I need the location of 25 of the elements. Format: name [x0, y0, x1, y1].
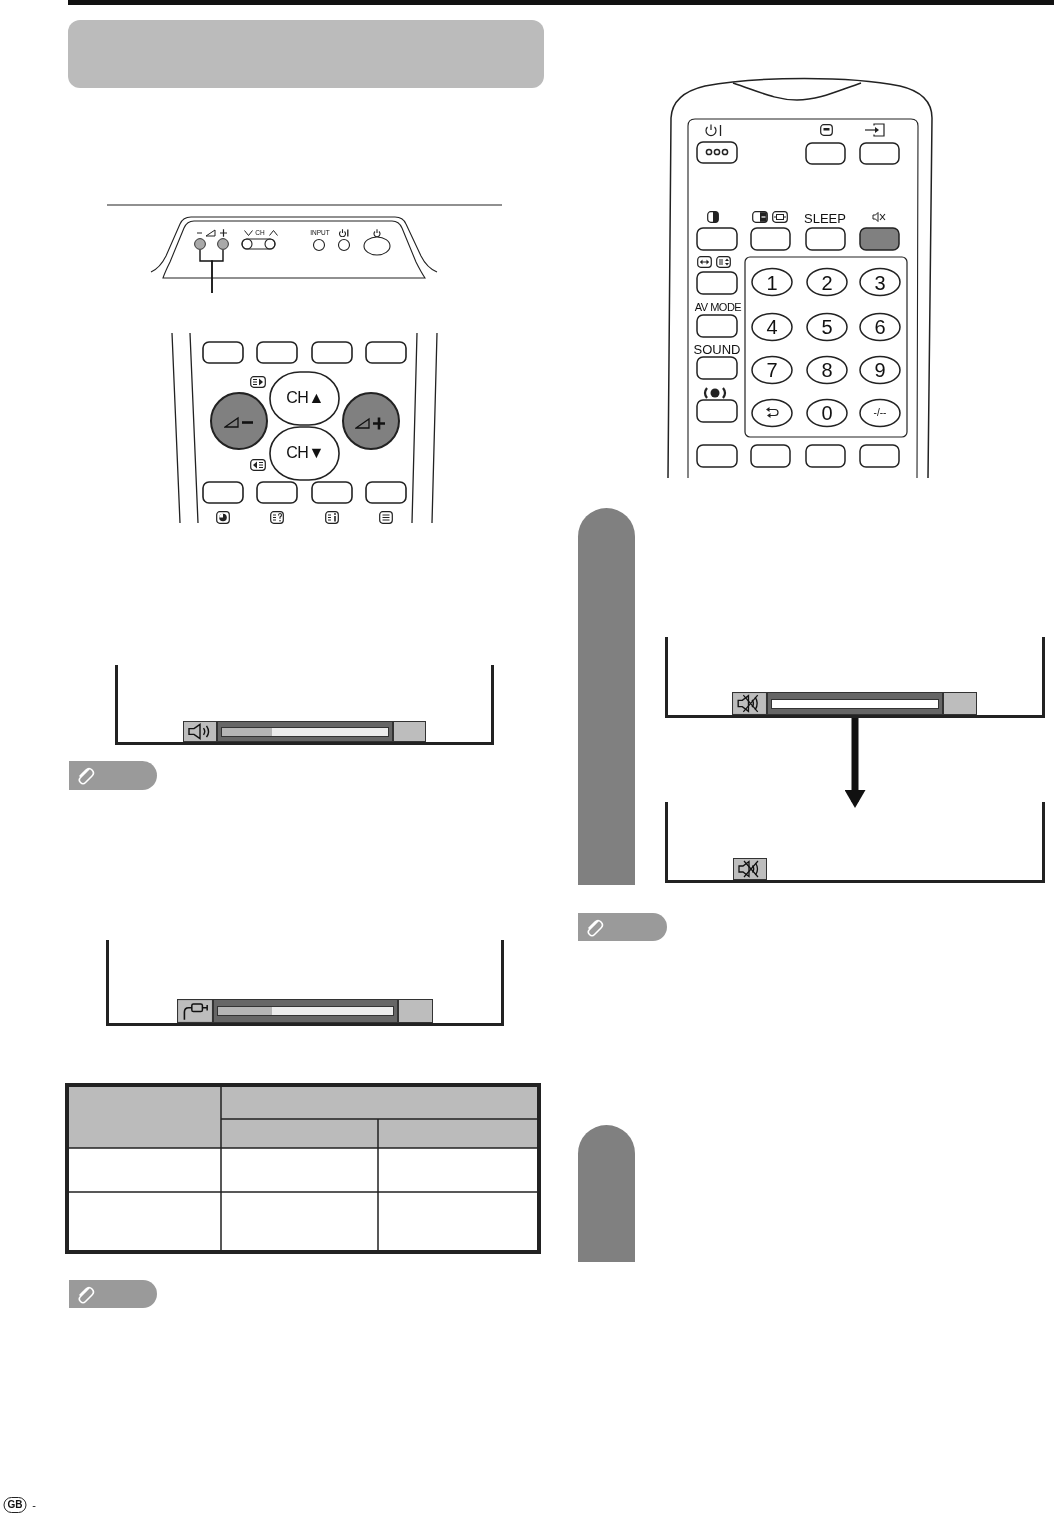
- volume-button: [194, 238, 206, 250]
- key-label: 0: [821, 403, 833, 423]
- key-label: 8: [821, 360, 833, 380]
- key-label: AV MODE: [694, 301, 742, 313]
- key-label: 3: [874, 273, 886, 293]
- key-label: 1: [766, 273, 778, 293]
- volume-button: [217, 238, 229, 250]
- tv-screen: [665, 637, 1045, 718]
- tv-screen: [665, 802, 1045, 883]
- key-label: 6: [874, 317, 886, 337]
- step-marker: [578, 508, 635, 885]
- key-label: CH▼: [286, 445, 324, 461]
- leader-line: [211, 249, 224, 294]
- key-label: 4: [766, 317, 778, 337]
- step-marker: [578, 1125, 635, 1262]
- key-label: 5: [821, 317, 833, 337]
- key-label: CH▲: [286, 390, 324, 406]
- page-dash: -: [32, 1499, 36, 1511]
- key-label: SOUND: [693, 342, 741, 356]
- key-label: 9: [874, 360, 886, 380]
- title-banner: [68, 20, 544, 88]
- key-label: 2: [821, 273, 833, 293]
- key-label: 7: [766, 360, 778, 380]
- key-label: -/--: [873, 408, 887, 418]
- key-label: SLEEP: [804, 211, 846, 225]
